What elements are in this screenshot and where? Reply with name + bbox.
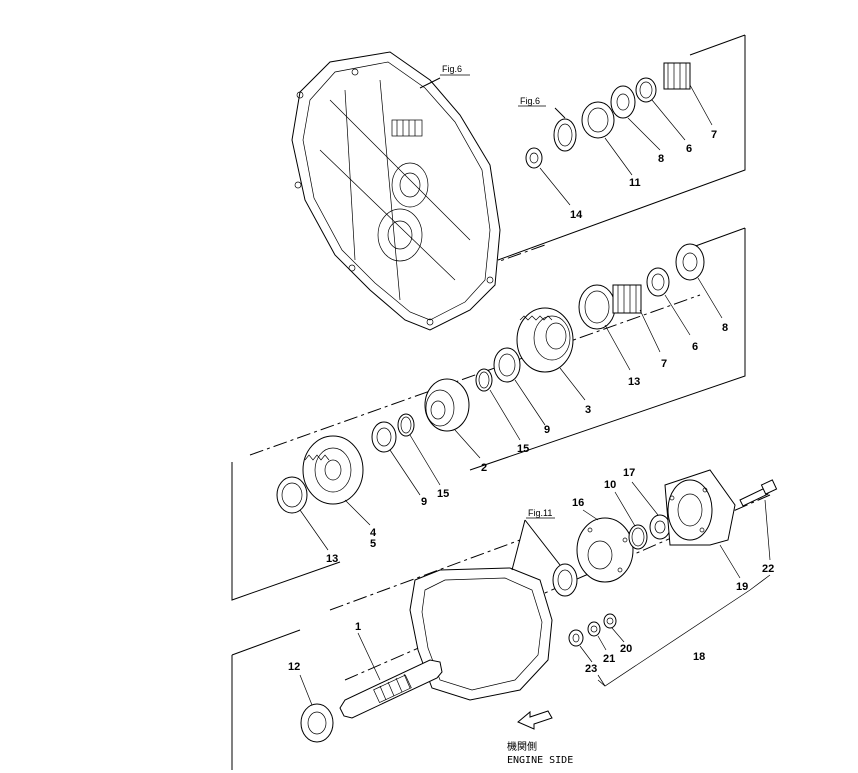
part-4-5-gear [302, 435, 364, 505]
part-6-collar-top [635, 77, 657, 103]
part-15-snap-ring-mid [475, 368, 493, 392]
part-15-snap-ring-lower [397, 413, 415, 437]
ring-fig6 [553, 118, 577, 152]
part-13-spacer-mid [578, 284, 616, 330]
part-7-needle-bearing-top [663, 62, 691, 90]
label-13-mid: 13 [628, 376, 640, 388]
section-frame-top [497, 34, 746, 261]
label-16: 16 [572, 497, 584, 509]
label-15-mid: 15 [517, 443, 529, 455]
label-2: 2 [481, 462, 487, 474]
label-13-lower: 13 [326, 553, 338, 565]
label-14: 14 [570, 209, 583, 221]
part-11-bearing [581, 101, 615, 139]
engine-side-arrow-icon [517, 710, 553, 730]
part-20-washer [603, 613, 617, 629]
label-17: 17 [623, 467, 635, 479]
label-18: 18 [693, 651, 705, 663]
label-22: 22 [762, 563, 774, 575]
fig-ref-ring: Fig.6 [520, 96, 540, 106]
label-8-mid: 8 [722, 322, 728, 334]
label-1: 1 [355, 621, 361, 633]
label-19: 19 [736, 581, 748, 593]
label-6-mid: 6 [692, 341, 698, 353]
engine-side-jp: 機関側 [507, 740, 537, 753]
part-8-washer-top [610, 85, 636, 119]
part-10-o-ring [628, 524, 648, 550]
part-16-flange [576, 517, 634, 583]
transmission-case [409, 567, 553, 701]
label-7-top: 7 [711, 129, 717, 141]
label-21: 21 [603, 653, 615, 665]
part-flange-ring [552, 563, 578, 597]
fig-ref-case: Fig.11 [528, 508, 552, 518]
part-1-shaft [339, 659, 443, 719]
label-5: 5 [370, 538, 376, 550]
part-9-washer-mid [493, 347, 521, 383]
part-14-nut [525, 147, 543, 169]
label-4: 4 [370, 527, 377, 539]
part-19-coupling [664, 469, 736, 546]
engine-side-en: ENGINE SIDE [507, 755, 573, 766]
part-2-hub [424, 378, 470, 432]
part-22-bolt [739, 479, 778, 507]
label-12: 12 [288, 661, 300, 673]
label-9-lower: 9 [421, 496, 427, 508]
part-3-gear [516, 307, 574, 373]
part-23-nut [568, 629, 584, 647]
label-10: 10 [604, 479, 616, 491]
label-6-top: 6 [686, 143, 692, 155]
part-21-washer [587, 621, 601, 637]
label-9-mid: 9 [544, 424, 550, 436]
label-3: 3 [585, 404, 591, 416]
label-23: 23 [585, 663, 597, 675]
section-frame-middle [231, 227, 746, 601]
label-8-top: 8 [658, 153, 664, 165]
flywheel-housing [291, 51, 501, 331]
part-7-needle-bearing-mid [612, 284, 642, 314]
label-11: 11 [629, 177, 641, 189]
fig-ref-housing: Fig.6 [442, 64, 462, 74]
section-frame-bottom [231, 629, 301, 770]
part-9-washer-lower [371, 421, 397, 453]
part-17-nut [649, 514, 671, 540]
part-13-spacer-lower [276, 476, 308, 514]
part-6-collar-mid [646, 267, 670, 297]
label-20: 20 [620, 643, 632, 655]
part-12-bearing [300, 703, 334, 743]
label-15-lower: 15 [437, 488, 449, 500]
label-7-mid: 7 [661, 358, 667, 370]
part-8-washer-mid [675, 243, 705, 281]
